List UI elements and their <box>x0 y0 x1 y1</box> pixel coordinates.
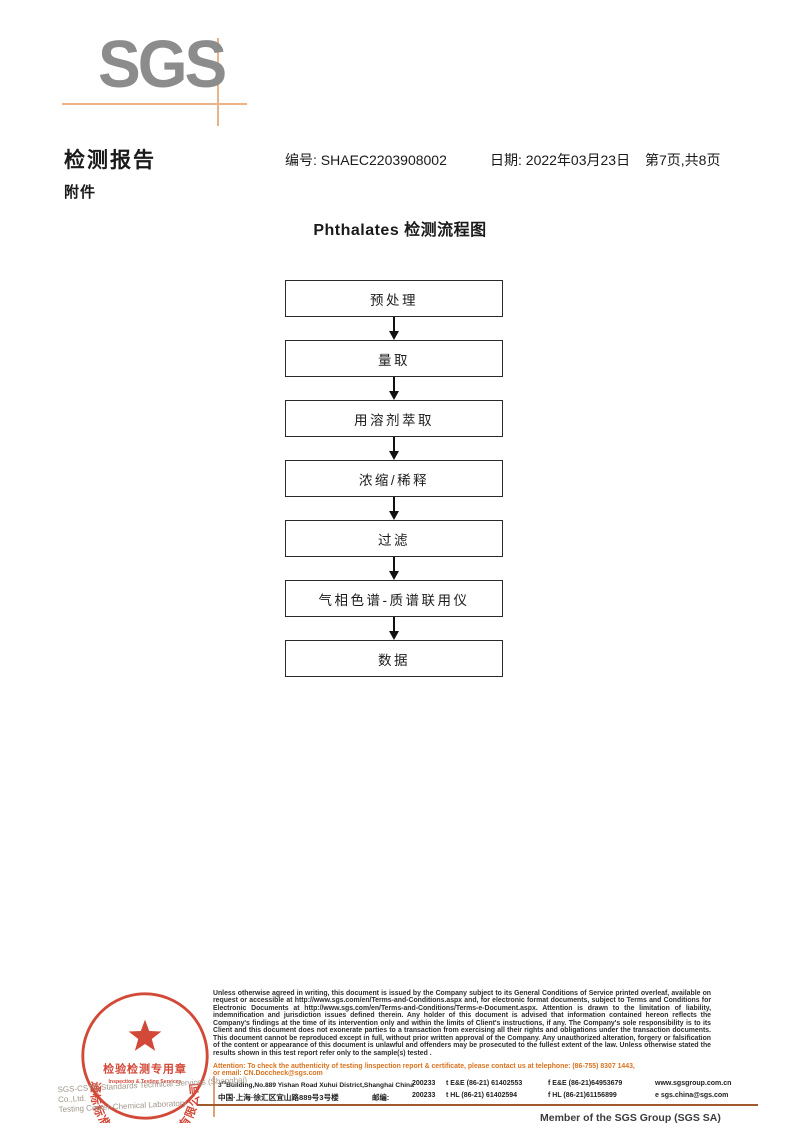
authenticity-attention-note: Attention: To check the authenticity of … <box>213 1063 711 1078</box>
address-english: 3rdBuilding,No.889 Yishan Road Xuhui Dis… <box>218 1080 414 1090</box>
address-chinese: 中国·上海·徐汇区宜山路889号3号楼 <box>218 1093 339 1102</box>
postcode-cn: 200233 <box>412 1092 436 1099</box>
down-arrow-icon <box>389 497 399 520</box>
seal-graphic: 通标标准技术服务(上海)有限公司 检验检测专用章 Inspection & Te… <box>81 992 209 1131</box>
down-arrow-icon <box>389 377 399 400</box>
legal-disclaimer: Unless otherwise agreed in writing, this… <box>213 990 711 1057</box>
flowchart-step-data: 数据 <box>285 640 503 677</box>
report-number: 编号: SHAEC2203908002 <box>285 152 447 168</box>
postcode-label-cn: 邮编: <box>372 1093 390 1102</box>
down-arrow-icon <box>389 557 399 580</box>
down-arrow-icon <box>389 617 399 640</box>
flowchart-step-gcms: 气相色谱-质谱联用仪 <box>285 580 503 617</box>
attention-line1: Attention: To check the authenticity of … <box>213 1063 635 1070</box>
phone-ee: t E&E (86-21) 61402553 <box>446 1080 523 1087</box>
report-title: 检测报告 <box>64 149 156 172</box>
star-icon <box>128 1019 162 1051</box>
address-row-en: 3rdBuilding,No.889 Yishan Road Xuhui Dis… <box>0 1080 800 1091</box>
company-seal-stamp: 通标标准技术服务(上海)有限公司 检验检测专用章 Inspection & Te… <box>78 989 212 1131</box>
down-arrow-icon <box>389 317 399 340</box>
address-row-cn: 中国·上海·徐汇区宜山路889号3号楼 邮编: 200233 t HL (86-… <box>0 1092 800 1103</box>
logo-crosshair-vertical <box>217 38 219 126</box>
address-crosshair-vertical <box>213 1076 215 1117</box>
seal-line2: Inspection & Testing Services <box>109 1079 182 1085</box>
website: www.sgsgroup.com.cn <box>655 1080 732 1087</box>
flowchart-step-pretreatment: 预处理 <box>285 280 503 317</box>
sgs-member-note: Member of the SGS Group (SGS SA) <box>540 1112 721 1124</box>
flowchart: 预处理 量取 用溶剂萃取 浓缩/稀释 过滤 气相色谱-质谱联用仪 数据 <box>285 280 503 677</box>
footer-divider-line <box>197 1104 758 1107</box>
page-indicator: 第7页,共8页 <box>645 152 721 168</box>
attention-line2: or email: CN.Doccheck@sgs.com <box>213 1070 323 1078</box>
fax-hl: f HL (86-21)61156899 <box>548 1092 617 1099</box>
postcode-en: 200233 <box>412 1080 436 1087</box>
flowchart-step-solvent-extraction: 用溶剂萃取 <box>285 400 503 437</box>
fax-ee: f E&E (86-21)64953679 <box>548 1080 623 1087</box>
report-date: 日期: 2022年03月23日 <box>490 152 631 168</box>
flowchart-step-concentrate-dilute: 浓缩/稀释 <box>285 460 503 497</box>
seal-line1: 检验检测专用章 <box>103 1061 187 1075</box>
phone-hl: t HL (86-21) 61402594 <box>446 1092 518 1099</box>
sgs-logo: SGS <box>98 26 227 102</box>
email: e sgs.china@sgs.com <box>655 1092 729 1099</box>
flowchart-title: Phthalates 检测流程图 <box>313 222 487 239</box>
flowchart-step-filter: 过滤 <box>285 520 503 557</box>
flowchart-step-measure: 量取 <box>285 340 503 377</box>
attachment-label: 附件 <box>64 184 97 201</box>
down-arrow-icon <box>389 437 399 460</box>
logo-crosshair-horizontal <box>62 103 247 105</box>
